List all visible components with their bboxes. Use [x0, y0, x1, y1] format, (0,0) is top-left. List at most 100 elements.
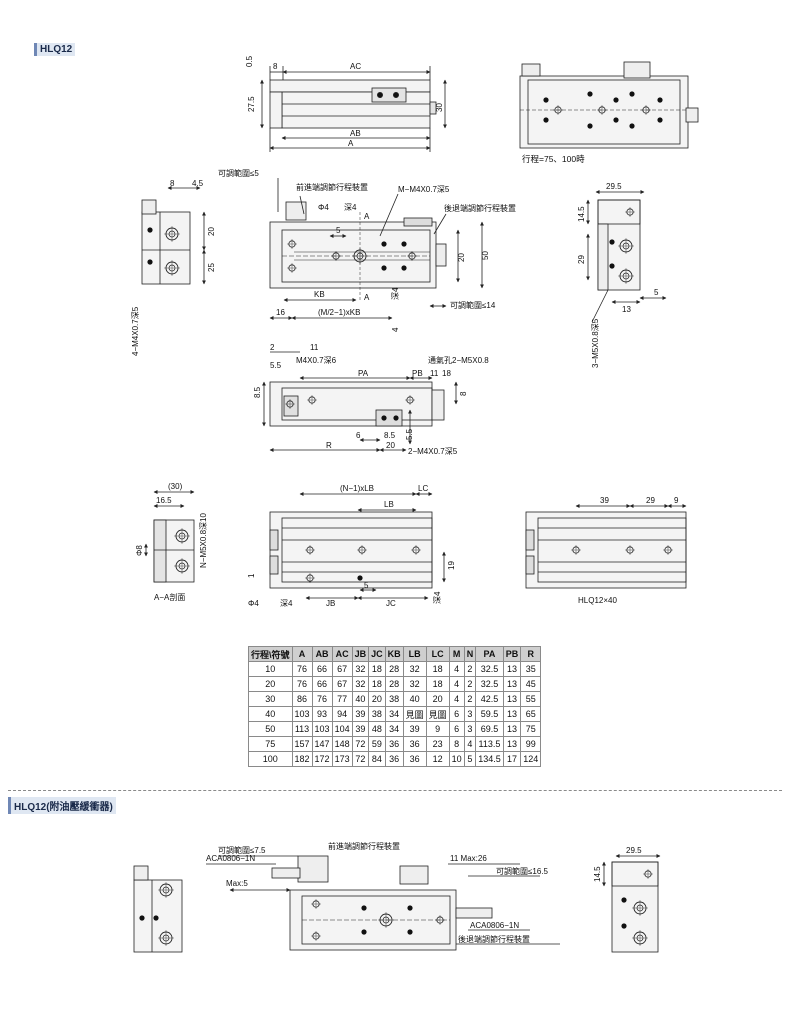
- table-cell: 10: [448, 751, 465, 767]
- section-a-a-view: [144, 490, 195, 583]
- table-cell: 50: [248, 721, 293, 737]
- dim-side-lb: LB: [384, 500, 394, 509]
- table-cell: 35: [520, 661, 542, 677]
- dim-section-n-m5: N−M5X0.8深10: [199, 513, 208, 568]
- damper-max5: Max:5: [226, 879, 248, 888]
- table-cell: 100: [248, 751, 293, 767]
- dim-side-lc: LC: [418, 484, 428, 493]
- table-cell: 182: [291, 751, 313, 767]
- section-title-hlq12-damper: HLQ12(附油壓緩衝器): [8, 797, 116, 814]
- dim-front-20: 20: [457, 253, 466, 262]
- table-cell: 75: [248, 736, 293, 752]
- dim-top-ac: AC: [350, 62, 361, 71]
- table-cell: 28: [384, 661, 404, 677]
- dim-bottom-8: 8: [459, 391, 468, 396]
- spec-header-lb: LB: [402, 646, 427, 662]
- side-bottom-depth-label: 深4: [433, 591, 442, 604]
- dim-side-19: 19: [447, 561, 456, 570]
- table-cell: 113.5: [475, 736, 504, 752]
- front-adjust-range-5: 可調範圍≤5: [218, 168, 259, 178]
- table-cell: 13: [502, 691, 522, 707]
- dim-front-4: 4: [391, 327, 400, 332]
- dim-left-4-5: 4.5: [192, 179, 204, 188]
- bottom-m4-depth5: 2−M4X0.7深5: [408, 447, 458, 456]
- table-cell: 42.5: [475, 691, 504, 707]
- dim-bottom-11b: 11: [430, 369, 439, 378]
- front-phi-depth-label: 深4: [344, 203, 357, 212]
- damper-front-adjust-label: 前進端調節行程裝置: [328, 841, 400, 851]
- table-cell: 40: [351, 691, 370, 707]
- table-cell: 40: [402, 691, 427, 707]
- dim-bottom-8-5b: 8.5: [384, 431, 396, 440]
- table-cell: 75: [520, 721, 542, 737]
- table-cell: 124: [520, 751, 542, 767]
- front-adjust-device-label: 前進端調節行程裝置: [296, 182, 368, 192]
- section-divider: [8, 790, 782, 791]
- table-cell: 65: [520, 706, 542, 722]
- table-cell: 40: [248, 706, 293, 722]
- table-cell: 4: [448, 661, 465, 677]
- table-cell: 6: [448, 721, 465, 737]
- table-cell: 20: [425, 691, 450, 707]
- dim-front-50: 50: [481, 251, 490, 260]
- dim-front-16: 16: [276, 308, 285, 317]
- table-cell: 23: [425, 736, 450, 752]
- table-cell: 103: [311, 721, 333, 737]
- dim-top-8: 8: [273, 62, 278, 71]
- table-cell: 17: [502, 751, 522, 767]
- side-view-stroke-40: [525, 504, 687, 589]
- damper-aca-right: ACA0806−1N: [470, 921, 519, 930]
- table-cell: 72: [351, 736, 370, 752]
- table-cell: 32.5: [475, 676, 504, 692]
- table-cell: 6: [448, 706, 465, 722]
- table-cell: 173: [331, 751, 353, 767]
- dim-top-27-5: 27.5: [247, 96, 256, 112]
- table-cell: 134.5: [475, 751, 504, 767]
- table-cell: 59.5: [475, 706, 504, 722]
- spec-header-kb: KB: [384, 646, 404, 662]
- dim-side-n-lb: (N−1)xLB: [340, 484, 374, 493]
- table-cell: 30: [248, 691, 293, 707]
- damper-rear-adjust-label: 後退端調節行程裝置: [458, 934, 530, 944]
- dim-bottom-18: 18: [442, 369, 451, 378]
- table-cell: 94: [331, 706, 353, 722]
- side-view: [269, 492, 446, 600]
- table-cell: 28: [384, 676, 404, 692]
- dim-bottom-8-5: 8.5: [253, 386, 262, 398]
- table-cell: 見圖: [402, 706, 427, 722]
- dim-left-25: 25: [207, 263, 216, 272]
- damper-max26: 11 Max:26: [450, 854, 487, 863]
- table-cell: 32: [402, 676, 427, 692]
- bottom-view: [262, 351, 458, 452]
- table-cell: 13: [502, 721, 522, 737]
- spec-header-pb: PB: [502, 646, 522, 662]
- dim-bottom-r: R: [326, 441, 332, 450]
- table-cell: 66: [311, 676, 333, 692]
- damper-front-view: [206, 855, 560, 951]
- table-cell: 18: [425, 676, 450, 692]
- table-cell: 36: [384, 751, 404, 767]
- caption-hlq12x40: HLQ12×40: [578, 596, 617, 605]
- dim-top-a: A: [348, 139, 354, 148]
- table-cell: 13: [502, 736, 522, 752]
- dim-top-30: 30: [435, 103, 444, 112]
- dim-top-0-5: 0.5: [245, 55, 254, 67]
- table-cell: 113: [291, 721, 313, 737]
- damper-aca-left: ACA0806−1N: [206, 854, 255, 863]
- top-right-view: [519, 61, 699, 149]
- dim-side-jb: JB: [326, 599, 335, 608]
- spec-header-r: R: [520, 646, 542, 662]
- dim-bottom-5-5: 5.5: [270, 361, 282, 370]
- table-cell: 12: [425, 751, 450, 767]
- table-cell: 157: [291, 736, 313, 752]
- spec-header-n: N: [463, 646, 477, 662]
- table-cell: 36: [402, 751, 427, 767]
- table-cell: 10: [248, 661, 293, 677]
